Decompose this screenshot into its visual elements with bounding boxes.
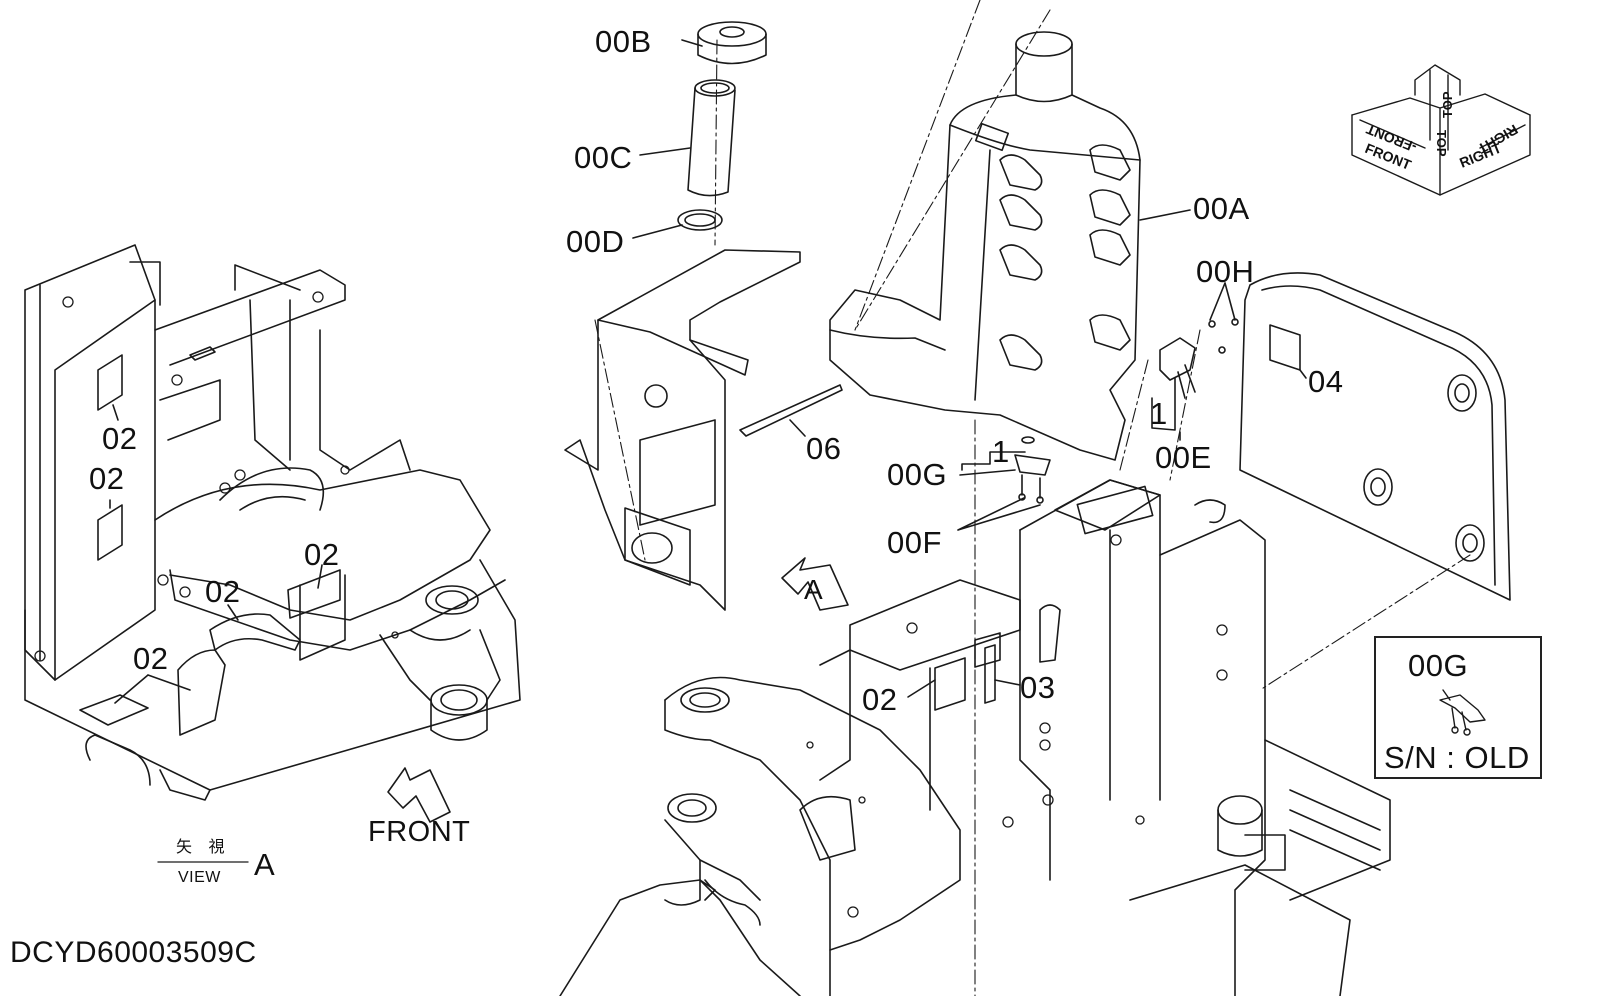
view-a-arrow-icon bbox=[781, 557, 849, 611]
sender-00E bbox=[1159, 318, 1239, 399]
label-front: FRONT bbox=[368, 816, 471, 848]
label-02-panel-bottom: 02 bbox=[89, 461, 125, 496]
label-02-floor: 02 bbox=[133, 641, 169, 676]
inset-sensor-icon bbox=[1439, 689, 1486, 736]
bolt-group-2 bbox=[806, 534, 1228, 918]
cap-00B bbox=[697, 21, 767, 65]
view-label: VIEW bbox=[178, 869, 221, 886]
view-letter: A bbox=[254, 847, 276, 882]
sensor-00G bbox=[1014, 436, 1051, 504]
label-02-strap: 02 bbox=[205, 574, 241, 609]
tank-00A bbox=[829, 31, 1141, 461]
inset-sn-old-box: 00G S/N : OLD bbox=[1374, 636, 1542, 779]
svg-text:TOP: TOP bbox=[1440, 91, 1455, 118]
sticker-strap-2 bbox=[177, 649, 226, 736]
tube-00C bbox=[687, 79, 736, 197]
label-02-frame: 02 bbox=[304, 537, 340, 572]
inset-sn-label: S/N : OLD bbox=[1384, 740, 1530, 775]
label-00F: 00F bbox=[887, 525, 942, 560]
inset-part-label: 00G bbox=[1408, 648, 1469, 683]
main-assembly-view bbox=[559, 0, 1511, 996]
label-00E: 00E bbox=[1155, 440, 1212, 475]
label-1-sender: 1 bbox=[1150, 396, 1168, 431]
label-04: 04 bbox=[1308, 364, 1344, 399]
label-06: 06 bbox=[806, 431, 842, 466]
orientation-cube-icon bbox=[1351, 64, 1531, 196]
label-00B: 00B bbox=[595, 24, 652, 59]
label-02-main: 02 bbox=[862, 682, 898, 717]
bolt-group bbox=[34, 291, 399, 662]
left-frame-view bbox=[24, 244, 521, 801]
view-jp-label: 矢 視 bbox=[176, 839, 231, 856]
svg-text:TOP: TOP bbox=[1434, 130, 1449, 157]
label-00A: 00A bbox=[1193, 191, 1250, 226]
label-03: 03 bbox=[1020, 670, 1056, 705]
cover-panel-04 bbox=[1239, 272, 1511, 601]
label-00D: 00D bbox=[566, 224, 625, 259]
label-00C: 00C bbox=[574, 140, 633, 175]
drawing-id: DCYD60003509C bbox=[10, 936, 257, 969]
lower-structure bbox=[559, 479, 1391, 996]
label-00G: 00G bbox=[887, 457, 948, 492]
label-02-panel-top: 02 bbox=[102, 421, 138, 456]
sticker-floor bbox=[79, 694, 149, 726]
label-view-a: A bbox=[804, 574, 824, 605]
sticker-plate bbox=[287, 569, 341, 619]
label-1-sensor: 1 bbox=[992, 434, 1010, 469]
sticker-strap bbox=[209, 613, 301, 651]
front-arrow-icon bbox=[387, 767, 451, 823]
view-a-reference-box: 矢 視 VIEW A bbox=[158, 836, 286, 890]
label-00H: 00H bbox=[1196, 254, 1255, 289]
